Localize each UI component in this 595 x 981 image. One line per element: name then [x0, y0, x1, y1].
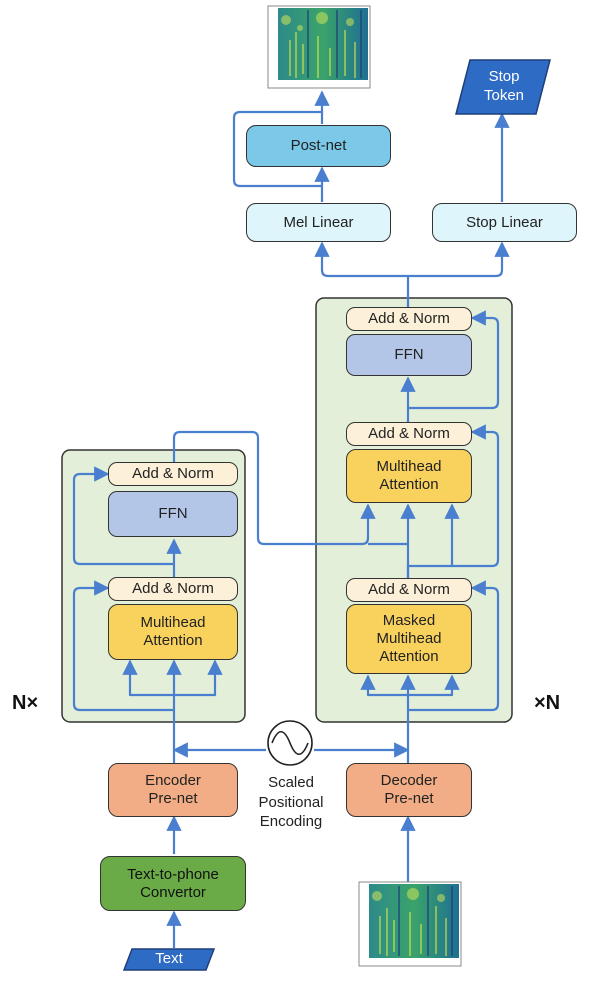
- decoder-add-norm-bottom: Add & Norm: [346, 578, 472, 602]
- encoder-attn-branch-v: [174, 659, 223, 697]
- encoder-multihead-attention: Multihead Attention: [108, 604, 238, 660]
- decoder-repeat-label: ×N: [534, 692, 561, 714]
- encoder-ffn: FFN: [108, 491, 238, 537]
- mel-linear-box: Mel Linear: [246, 203, 391, 242]
- decoder-to-stop-linear: [408, 241, 510, 278]
- stop-token-label: Stop Token: [483, 68, 525, 104]
- stop-token-shape: [455, 59, 551, 115]
- decoder-masked-branch-q: [360, 674, 408, 697]
- decoder-residual-1: [408, 580, 500, 712]
- decoder-add-norm-top: Add & Norm: [346, 307, 472, 331]
- input-mel-spectrogram: [358, 881, 462, 967]
- encoder-residual-1: [72, 580, 174, 712]
- encoder-repeat-label: N×: [12, 692, 39, 714]
- text-to-phone-converter-box: Text-to-phone Convertor: [100, 856, 246, 911]
- encoder-prenet-box: Encoder Pre-net: [108, 763, 238, 817]
- decoder-ffn: FFN: [346, 334, 472, 376]
- postnet-box: Post-net: [246, 125, 391, 167]
- sine-wave-curve: [271, 730, 309, 756]
- text-input-shape: [122, 948, 216, 971]
- decoder-masked-branch-v: [408, 674, 460, 697]
- encoder-add-norm-top: Add & Norm: [108, 462, 238, 486]
- text-input-label: Text: [155, 950, 183, 968]
- decoder-masked-multihead-attention: Masked Multihead Attention: [346, 604, 472, 674]
- encoder-attn-branch-q: [122, 659, 174, 697]
- output-mel-spectrogram: [267, 5, 371, 89]
- decoder-prenet-box: Decoder Pre-net: [346, 763, 472, 817]
- decoder-multihead-attention: Multihead Attention: [346, 449, 472, 503]
- encoder-add-norm-bottom: Add & Norm: [108, 577, 238, 601]
- postnet-residual: [232, 110, 322, 188]
- stop-linear-box: Stop Linear: [432, 203, 577, 242]
- decoder-residual-2: [452, 424, 500, 568]
- decoder-residual-3: [408, 310, 500, 410]
- decoder-to-mel-linear: [314, 241, 408, 278]
- positional-encoding-label: Scaled Positional Encoding: [258, 774, 324, 830]
- decoder-addnorm1-to-attn: [406, 503, 460, 578]
- decoder-add-norm-mid: Add & Norm: [346, 422, 472, 446]
- encoder-output-path: [172, 430, 376, 546]
- encoder-residual-2: [72, 466, 174, 566]
